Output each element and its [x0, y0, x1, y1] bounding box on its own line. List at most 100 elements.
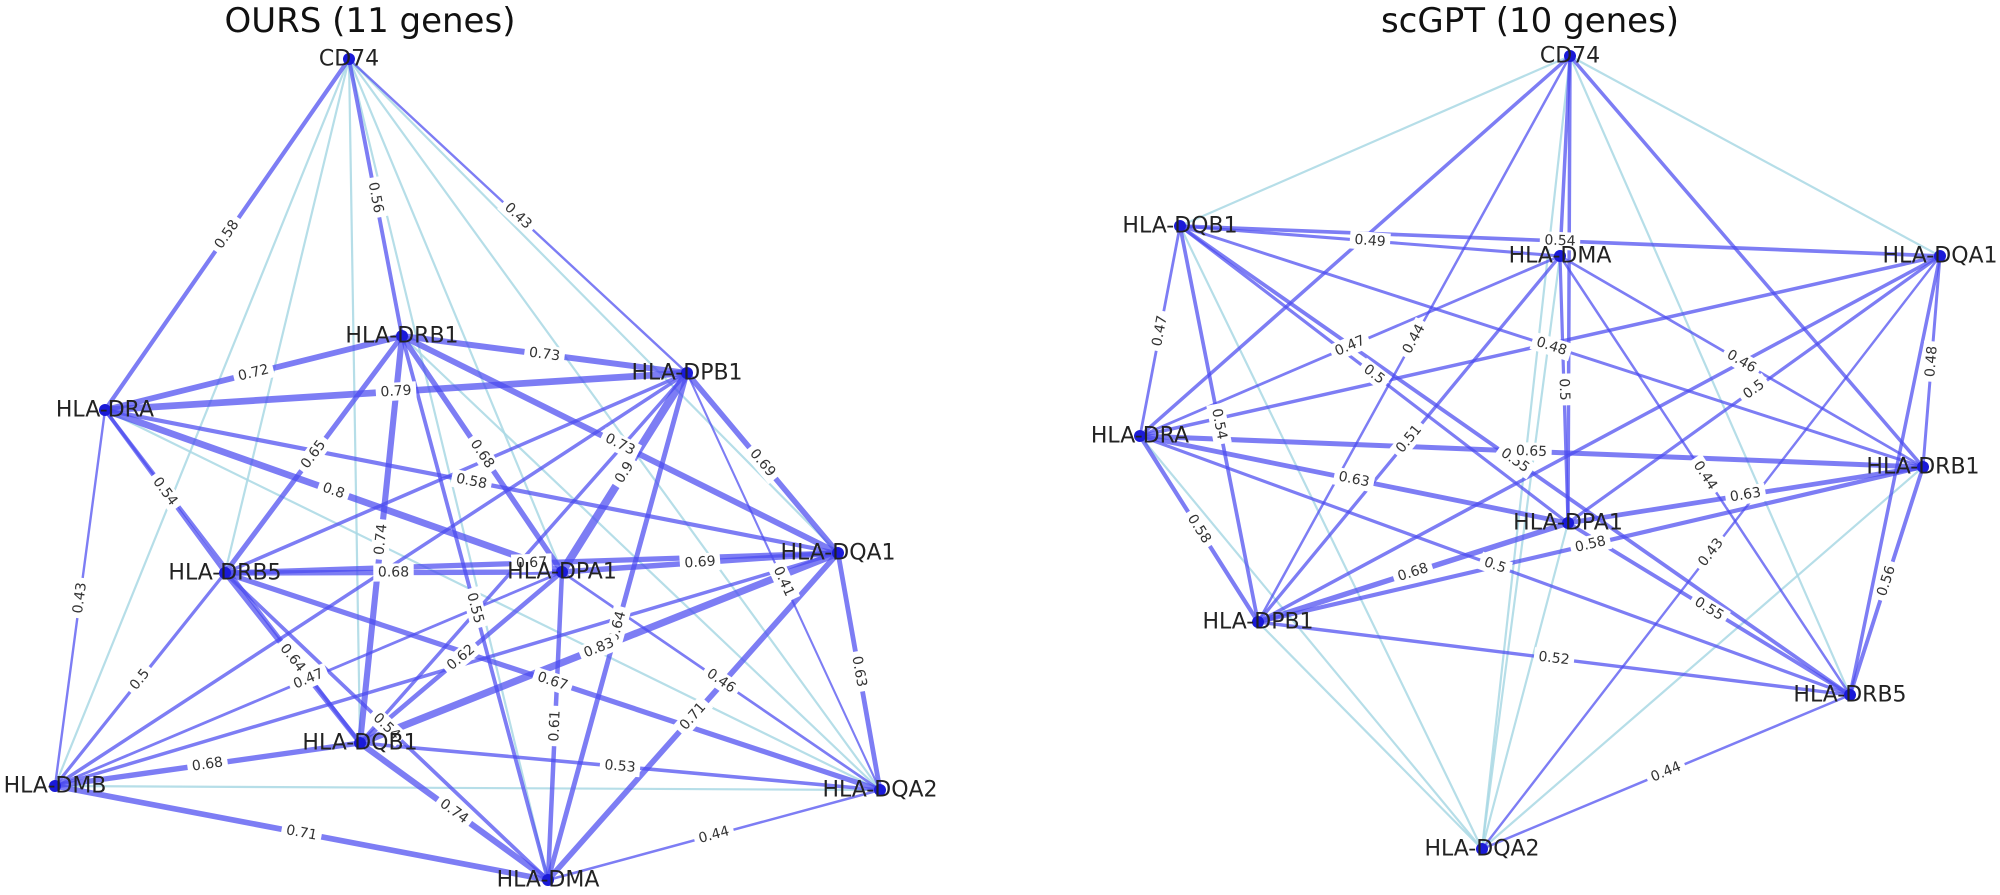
edge-weight-label: 0.61 [545, 705, 565, 747]
edge-weight-label-bg [375, 381, 417, 402]
edge-weight-text: 0.61 [546, 710, 563, 742]
node-hla-dqa2 [1476, 843, 1488, 855]
node-hla-drb1 [1917, 461, 1929, 473]
node-hla-dpb1 [1252, 616, 1264, 628]
edge-weight-label-bg [315, 477, 352, 505]
node-label-hla-dqa1: HLA-DQA1 [780, 541, 895, 566]
edge-weight-label: 0.69 [679, 552, 721, 573]
panel-title-ours: OURS (11 genes) [225, 1, 516, 41]
edge-weight-label-bg [1871, 559, 1902, 603]
edge-cd74-hla-dqb1 [1178, 54, 1572, 228]
edge-weight-label: 0.58 [1180, 507, 1218, 551]
edge-weight-label-bg [672, 695, 714, 738]
node-label-cd74: CD74 [1540, 44, 1600, 69]
edge-weight-label-bg [439, 637, 483, 678]
edge-weight-label: 0.74 [432, 792, 476, 831]
node-label-hla-dmb: HLA-DMB [4, 774, 107, 799]
edge-weight-label-bg [1147, 309, 1173, 353]
edge-hla-drb1-hla-dqa2 [1480, 465, 1925, 851]
edge-weight-label: 0.72 [231, 359, 276, 387]
edge-weight-label-bg [294, 432, 333, 477]
node-label-hla-drb5: HLA-DRB5 [1793, 683, 1906, 708]
edge-weight-text: 0.68 [191, 754, 224, 774]
edge-weight-label-bg [272, 636, 313, 680]
edge-weight-label-bg [1691, 531, 1731, 574]
edge-weight-text: 0.74 [371, 523, 390, 556]
edge-weight-label-bg [511, 553, 552, 573]
edge-weight-label-bg [286, 662, 331, 696]
node-hla-dma [542, 874, 554, 886]
edge-weight-label: 0.44 [1686, 453, 1724, 498]
node-label-hla-dpb1: HLA-DPB1 [631, 361, 742, 386]
edge-weight-label: 0.44 [692, 821, 736, 849]
edge-weight-label-bg [576, 632, 622, 664]
edge-weight-label: 0.52 [1532, 647, 1576, 670]
edge-weight-label: 0.54 [145, 469, 185, 514]
edge-weight-label-bg [1724, 482, 1767, 508]
edge-weight-label-bg [1554, 373, 1574, 406]
edge-weight-text: 0.54 [1544, 232, 1576, 249]
edge-weight-label: 0.58 [1568, 531, 1613, 558]
edge-cd74-hla-drb5 [1568, 54, 1852, 697]
edge-weight-text: 0.63 [1337, 469, 1371, 491]
edge-hla-dpa1-hla-dqa2 [1480, 521, 1570, 851]
edge-weight-text: 0.67 [516, 554, 548, 571]
edge-weight-label: 0.58 [208, 212, 246, 257]
edge-weight-label-bg [1529, 331, 1574, 362]
edge-weight-label-bg [1327, 329, 1373, 363]
edge-weight-label-bg [1920, 340, 1943, 383]
edge-weight-label-bg [362, 175, 389, 220]
edge-weight-label: 0.48 [1920, 340, 1943, 383]
node-hla-drb5 [1844, 689, 1856, 701]
node-hla-drb5 [219, 567, 231, 579]
edge-weight-label-bg [1686, 453, 1724, 498]
edge-weight-label-bg [766, 559, 801, 604]
node-hla-dpa1 [556, 566, 568, 578]
edge-weight-label: 0.47 [1147, 309, 1173, 353]
edge-weight-label: 0.49 [1349, 230, 1391, 252]
edge-weight-label-bg [1389, 417, 1429, 461]
edge-weight-text: 0.5 [1556, 378, 1573, 401]
node-label-hla-dpa1: HLA-DPA1 [507, 560, 617, 585]
node-hla-dmb [49, 780, 61, 792]
edge-weight-label-bg [145, 469, 185, 514]
edge-hla-dqb1-hla-dqa2 [1178, 224, 1484, 851]
edge-weight-label: 0.43 [1691, 531, 1731, 574]
edge-weight-label-bg [692, 821, 736, 849]
edge-weight-text: 0.52 [1538, 649, 1571, 669]
node-label-hla-dqa2: HLA-DQA2 [822, 778, 937, 803]
edge-weight-text: 0.8 [320, 480, 346, 503]
edge-weight-text: 0.5 [1482, 554, 1508, 577]
edge-weight-label-bg [530, 666, 575, 697]
edge-weight-label-bg [208, 212, 246, 257]
edge-cd74-hla-drb5 [223, 57, 351, 575]
edge-weight-text: 0.58 [455, 471, 489, 493]
node-label-hla-dqb1: HLA-DQB1 [1122, 214, 1237, 239]
panel-title-scgpt: scGPT (10 genes) [1381, 1, 1679, 41]
node-cd74 [343, 53, 355, 65]
node-label-hla-dma: HLA-DMA [1509, 244, 1612, 269]
node-label-hla-dqa2: HLA-DQA2 [1424, 837, 1539, 862]
edge-weight-label-bg [608, 454, 641, 491]
edge-weight-text: 0.65 [1516, 443, 1548, 460]
edge-cd74-hla-dpa1 [347, 57, 564, 574]
edge-weight-label-bg [369, 518, 393, 561]
edge-weight-label-bg [1355, 357, 1393, 392]
node-hla-dqa1 [832, 547, 844, 559]
edge-weight-text: 0.48 [1922, 345, 1940, 377]
edge-weight-label: 0.5 [1476, 551, 1514, 580]
scgpt-network-panel: scGPT (10 genes) 0.440.540.490.470.540.5… [1091, 1, 1998, 862]
edge-weight-text: 0.73 [528, 345, 561, 365]
node-hla-dqb1 [1174, 220, 1186, 232]
edge-weight-label-bg [123, 661, 157, 698]
edge-weight-label-bg [1568, 531, 1613, 558]
node-label-hla-dpa1: HLA-DPA1 [1513, 511, 1623, 536]
edge-weight-text: 0.53 [604, 757, 636, 776]
edge-weight-label: 0.63 [1332, 466, 1376, 493]
edge-weight-label: 0.65 [1510, 441, 1553, 462]
edge-weight-label-bg [1349, 230, 1391, 252]
edge-hla-drb1-hla-dqa2 [400, 334, 882, 792]
